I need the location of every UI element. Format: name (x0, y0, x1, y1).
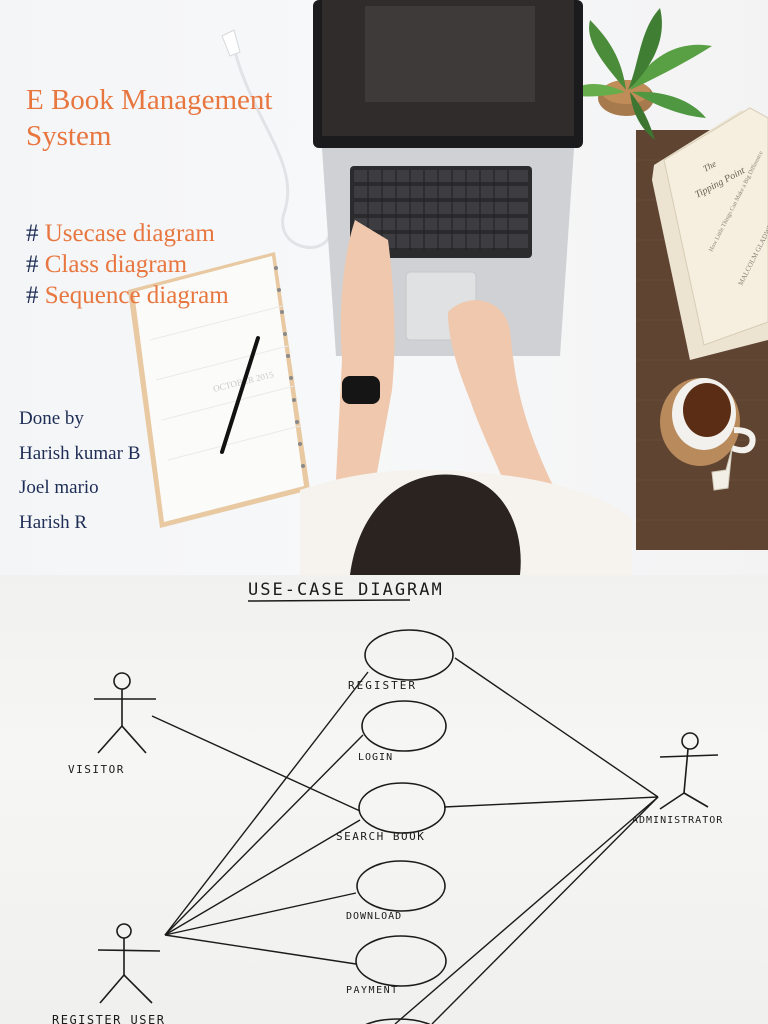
actor-label: REGISTER USER (52, 1013, 165, 1024)
actor-label: VISITOR (68, 763, 125, 776)
use-case-label: LOGIN (358, 752, 393, 763)
author-name: Harish kumar B (19, 442, 141, 464)
page-title: E Book Management System (26, 84, 273, 152)
hash-bullet: # (26, 220, 39, 247)
book-cover: The Tipping Point How Little Things Can … (652, 107, 768, 360)
author-name: Joel mario (19, 477, 99, 498)
use-case-download (356, 860, 446, 912)
person-at-laptop (300, 220, 632, 575)
pen (220, 336, 260, 454)
use-case-label: PAYMENT (346, 985, 399, 996)
list-item: # Class diagram (26, 249, 229, 280)
actor-label: ADMINISTRATOR (632, 815, 723, 826)
diagram-heading: USE-CASE DIAGRAM (248, 580, 444, 600)
use-case-partial (365, 1018, 431, 1024)
list-item-label: Sequence diagram (44, 282, 229, 309)
use-case-label: REGISTER (348, 679, 417, 692)
list-item-label: Usecase diagram (44, 220, 215, 247)
use-case-search-book (358, 782, 446, 834)
actor-administrator (659, 732, 719, 810)
list-item: # Sequence diagram (26, 280, 229, 311)
use-case-label: DOWNLOAD (346, 911, 402, 922)
credits-heading: Done by (19, 408, 84, 429)
author-name: Harish R (19, 511, 88, 533)
heading-underline (247, 599, 411, 602)
use-case-payment (355, 935, 447, 987)
coffee-cup (660, 378, 756, 491)
association-lines (151, 657, 659, 1024)
use-case-register (364, 629, 454, 681)
actor-register-user (97, 923, 161, 1004)
use-case-login (361, 700, 447, 752)
diagram-list: # Usecase diagram # Class diagram # Sequ… (26, 218, 229, 311)
hash-bullet: # (26, 251, 39, 278)
actor-visitor (94, 672, 156, 754)
credits: Done by Harish kumar B Joel mario Harish… (19, 402, 140, 540)
notebook: OCTOBER 2015 (128, 252, 310, 528)
use-case-diagram-slide: USE-CASE DIAGRAM REGISTER LOGIN SEARCH B… (0, 575, 768, 1024)
title-slide: The Tipping Point How Little Things Can … (0, 0, 768, 575)
use-case-diagram: USE-CASE DIAGRAM REGISTER LOGIN SEARCH B… (52, 580, 723, 1024)
list-item-label: Class diagram (44, 251, 188, 278)
hash-bullet: # (26, 282, 39, 309)
desk-photo-background: The Tipping Point How Little Things Can … (128, 0, 768, 575)
use-case-label: SEARCH BOOK (336, 830, 425, 843)
list-item: # Usecase diagram (26, 218, 229, 249)
potted-plant (565, 8, 712, 140)
